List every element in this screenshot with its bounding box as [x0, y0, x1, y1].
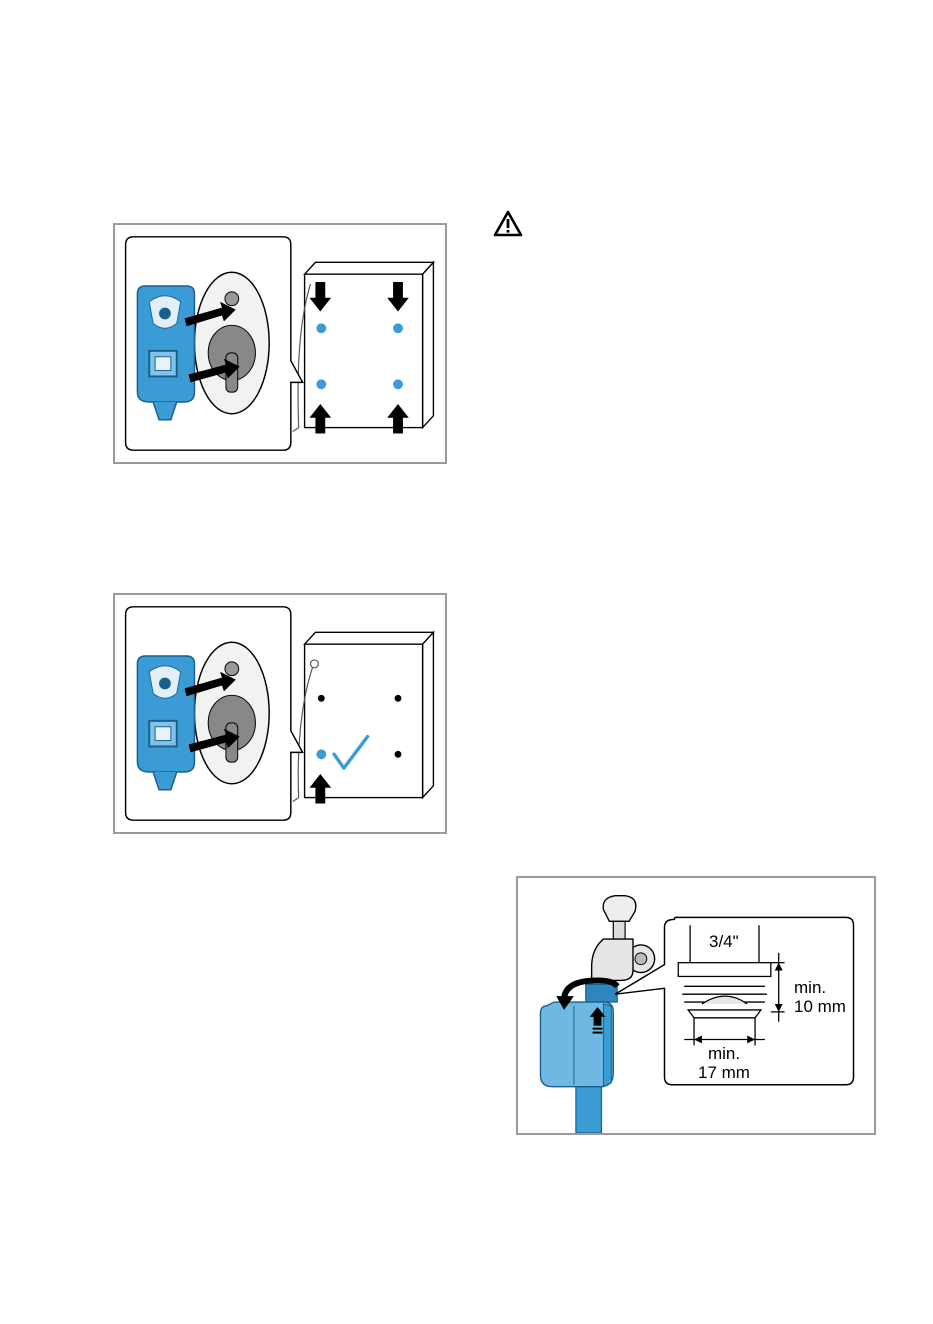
min-height-line2: 10 mm [794, 997, 846, 1016]
appliance-back-panel [293, 262, 434, 431]
thread-size-label: 3/4" [709, 932, 739, 951]
min-width-line1: min. [694, 1044, 754, 1063]
wall-bracket-mount-illustration [113, 223, 447, 464]
wall-bracket-icon [137, 656, 194, 790]
wall-bracket-icon [137, 286, 194, 420]
warning-triangle-icon [493, 210, 523, 237]
min-width-line2: 17 mm [694, 1063, 754, 1082]
min-height-line1: min. [794, 978, 846, 997]
hose-connector-icon [540, 984, 617, 1086]
tap-hose-connection-illustration: 3/4" min. 10 mm min. 17 mm [516, 876, 876, 1135]
min-height-label: min. 10 mm [794, 978, 846, 1016]
min-width-label: min. 17 mm [694, 1044, 754, 1082]
wall-bracket-verified-illustration [113, 593, 447, 834]
appliance-back-panel [293, 632, 434, 801]
